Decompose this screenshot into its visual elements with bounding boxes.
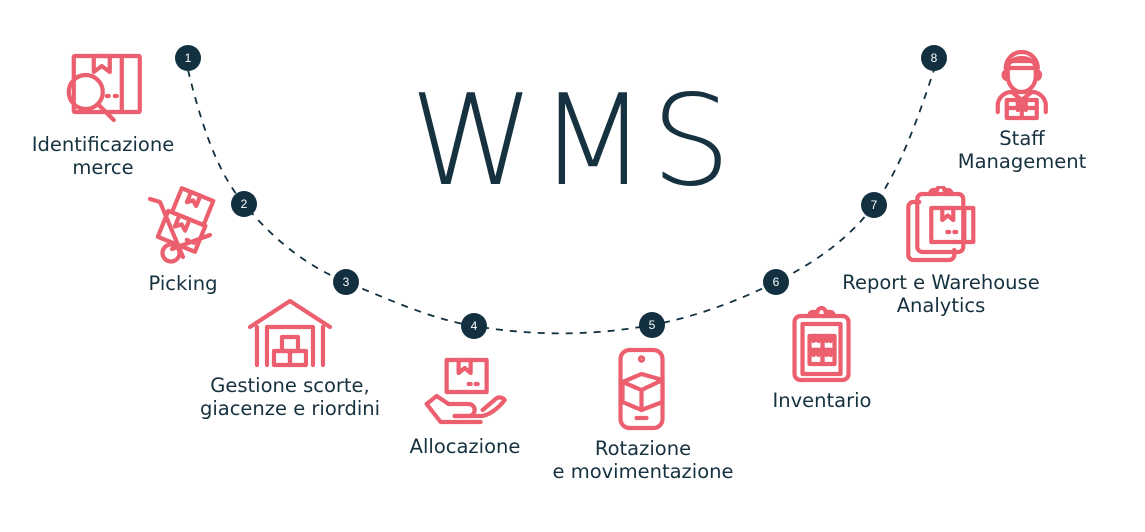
step-node-5[interactable]: 5 xyxy=(639,312,665,338)
step-item-2-label: Picking xyxy=(148,272,218,295)
step-item-3-label: Gestione scorte, giacenze e riordini xyxy=(199,374,381,420)
step-node-7-number: 7 xyxy=(870,198,878,212)
step-node-2-number: 2 xyxy=(240,197,248,211)
step-node-8-number: 8 xyxy=(930,51,938,65)
hand-holding-box-icon xyxy=(419,356,511,430)
page-title: WMS xyxy=(409,67,736,214)
step-node-8[interactable]: 8 xyxy=(921,45,947,71)
clipboard-boxes-icon xyxy=(789,306,855,384)
step-item-7-label: Report e Warehouse Analytics xyxy=(842,271,1040,317)
step-node-3-number: 3 xyxy=(342,275,350,289)
worker-person-icon xyxy=(984,44,1060,122)
step-item-3[interactable]: Gestione scorte, giacenze e riordini xyxy=(200,297,380,420)
step-node-2[interactable]: 2 xyxy=(231,191,257,217)
step-item-5[interactable]: Rotazione e movimentazione xyxy=(552,346,734,483)
step-item-1-label: Identificazione merce xyxy=(31,133,175,179)
step-node-6[interactable]: 6 xyxy=(763,269,789,295)
warehouse-boxes-icon xyxy=(244,297,336,369)
step-node-6-number: 6 xyxy=(772,275,780,289)
step-item-4-label: Allocazione xyxy=(409,435,521,458)
step-node-1[interactable]: 1 xyxy=(175,45,201,71)
step-node-5-number: 5 xyxy=(648,318,656,332)
step-node-4[interactable]: 4 xyxy=(461,313,487,339)
step-item-1[interactable]: Identificazione merce xyxy=(32,48,174,179)
step-item-6-label: Inventario xyxy=(772,389,872,412)
step-node-4-number: 4 xyxy=(470,319,478,333)
step-item-4[interactable]: Allocazione xyxy=(409,356,521,459)
stacked-clipboards-box-icon xyxy=(901,186,981,266)
step-item-6[interactable]: Inventario xyxy=(772,306,872,413)
step-node-7[interactable]: 7 xyxy=(861,192,887,218)
step-item-8-label: Staff Management xyxy=(957,127,1087,173)
step-node-3[interactable]: 3 xyxy=(333,269,359,295)
hand-truck-boxes-icon xyxy=(140,185,226,267)
step-item-8[interactable]: Staff Management xyxy=(958,44,1086,173)
step-node-1-number: 1 xyxy=(184,51,192,65)
step-item-2[interactable]: Picking xyxy=(140,185,226,296)
box-magnifier-icon xyxy=(60,48,146,128)
smartphone-box-icon xyxy=(607,346,679,432)
step-item-5-label: Rotazione e movimentazione xyxy=(552,437,734,483)
